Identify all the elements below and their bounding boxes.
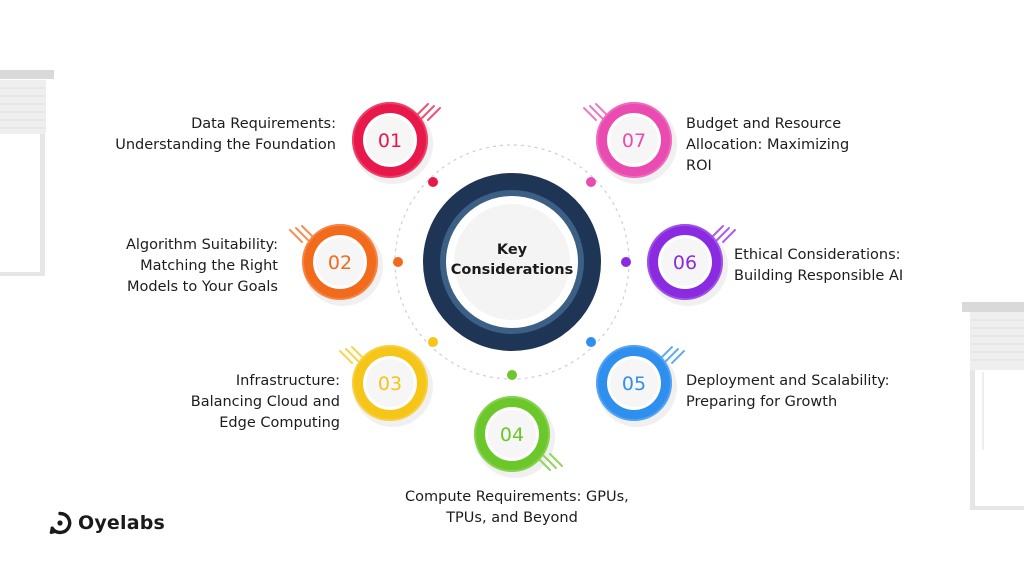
node-number: 07 — [622, 130, 646, 152]
label-line: Models to Your Goals — [126, 279, 278, 295]
orbit-dot — [393, 257, 403, 267]
consideration-node-03: 03 — [339, 345, 433, 427]
consideration-label-02: Algorithm Suitability: Matching the Right… — [126, 235, 278, 298]
hatch-lines — [415, 103, 441, 121]
consideration-node-05: 05 — [596, 345, 685, 427]
label-line: Ethical Considerations: — [734, 247, 901, 263]
consideration-node-07: 07 — [583, 102, 677, 184]
consideration-node-06: 06 — [647, 224, 736, 306]
label-line: Preparing for Growth — [686, 394, 838, 410]
brand-name: Oyelabs — [78, 512, 166, 534]
node-number: 06 — [673, 252, 697, 274]
orbit-dot — [428, 177, 438, 187]
orbit-dot — [621, 257, 631, 267]
consideration-label-05: Deployment and Scalability: Preparing for… — [686, 371, 890, 413]
right-window-decoration — [962, 302, 1024, 510]
label-line: Understanding the Foundation — [115, 137, 336, 153]
consideration-label-04: Compute Requirements: GPUs, TPUs, and Bey… — [405, 487, 629, 529]
label-line: Building Responsible AI — [734, 268, 904, 284]
hatch-lines — [339, 346, 365, 364]
oyelabs-logo-icon — [49, 511, 72, 535]
hatch-lines — [583, 103, 609, 121]
label-line: Matching the Right — [140, 258, 278, 274]
center-title-line1: Key — [497, 242, 528, 258]
orbit-dot — [586, 177, 596, 187]
label-line: Edge Computing — [219, 415, 340, 431]
node-number: 02 — [328, 252, 352, 274]
center-title-line2: Considerations — [451, 262, 574, 278]
node-number: 05 — [622, 373, 646, 395]
node-number: 04 — [500, 424, 524, 446]
hatch-lines — [659, 346, 685, 364]
label-line: Budget and Resource — [686, 116, 842, 132]
label-line: Balancing Cloud and — [190, 394, 340, 410]
node-number: 01 — [378, 130, 402, 152]
orbit-dot — [507, 370, 517, 380]
label-line: Algorithm Suitability: — [125, 237, 278, 253]
label-line: Compute Requirements: GPUs, — [405, 489, 629, 505]
orbit-dot — [586, 337, 596, 347]
consideration-node-02: 02 — [289, 224, 383, 306]
label-line: Allocation: Maximizing — [686, 137, 850, 153]
node-number: 03 — [378, 373, 402, 395]
consideration-label-06: Ethical Considerations: Building Responsi… — [734, 245, 903, 287]
label-line: TPUs, and Beyond — [446, 510, 578, 526]
consideration-label-01: Data Requirements: Understanding the Foun… — [115, 114, 336, 156]
center-hub: Key Considerations — [423, 173, 601, 351]
label-line: ROI — [686, 158, 712, 174]
hatch-lines — [537, 453, 563, 471]
consideration-node-01: 01 — [352, 102, 441, 184]
consideration-node-04: 04 — [474, 396, 563, 478]
label-line: Infrastructure: — [235, 373, 340, 389]
hatch-lines — [710, 225, 736, 243]
label-line: Deployment and Scalability: — [686, 373, 890, 389]
hatch-lines — [289, 225, 315, 243]
brand-logo: Oyelabs — [48, 511, 165, 535]
label-line: Data Requirements: — [191, 116, 336, 132]
left-window-decoration — [0, 70, 54, 276]
orbit-dot — [428, 337, 438, 347]
